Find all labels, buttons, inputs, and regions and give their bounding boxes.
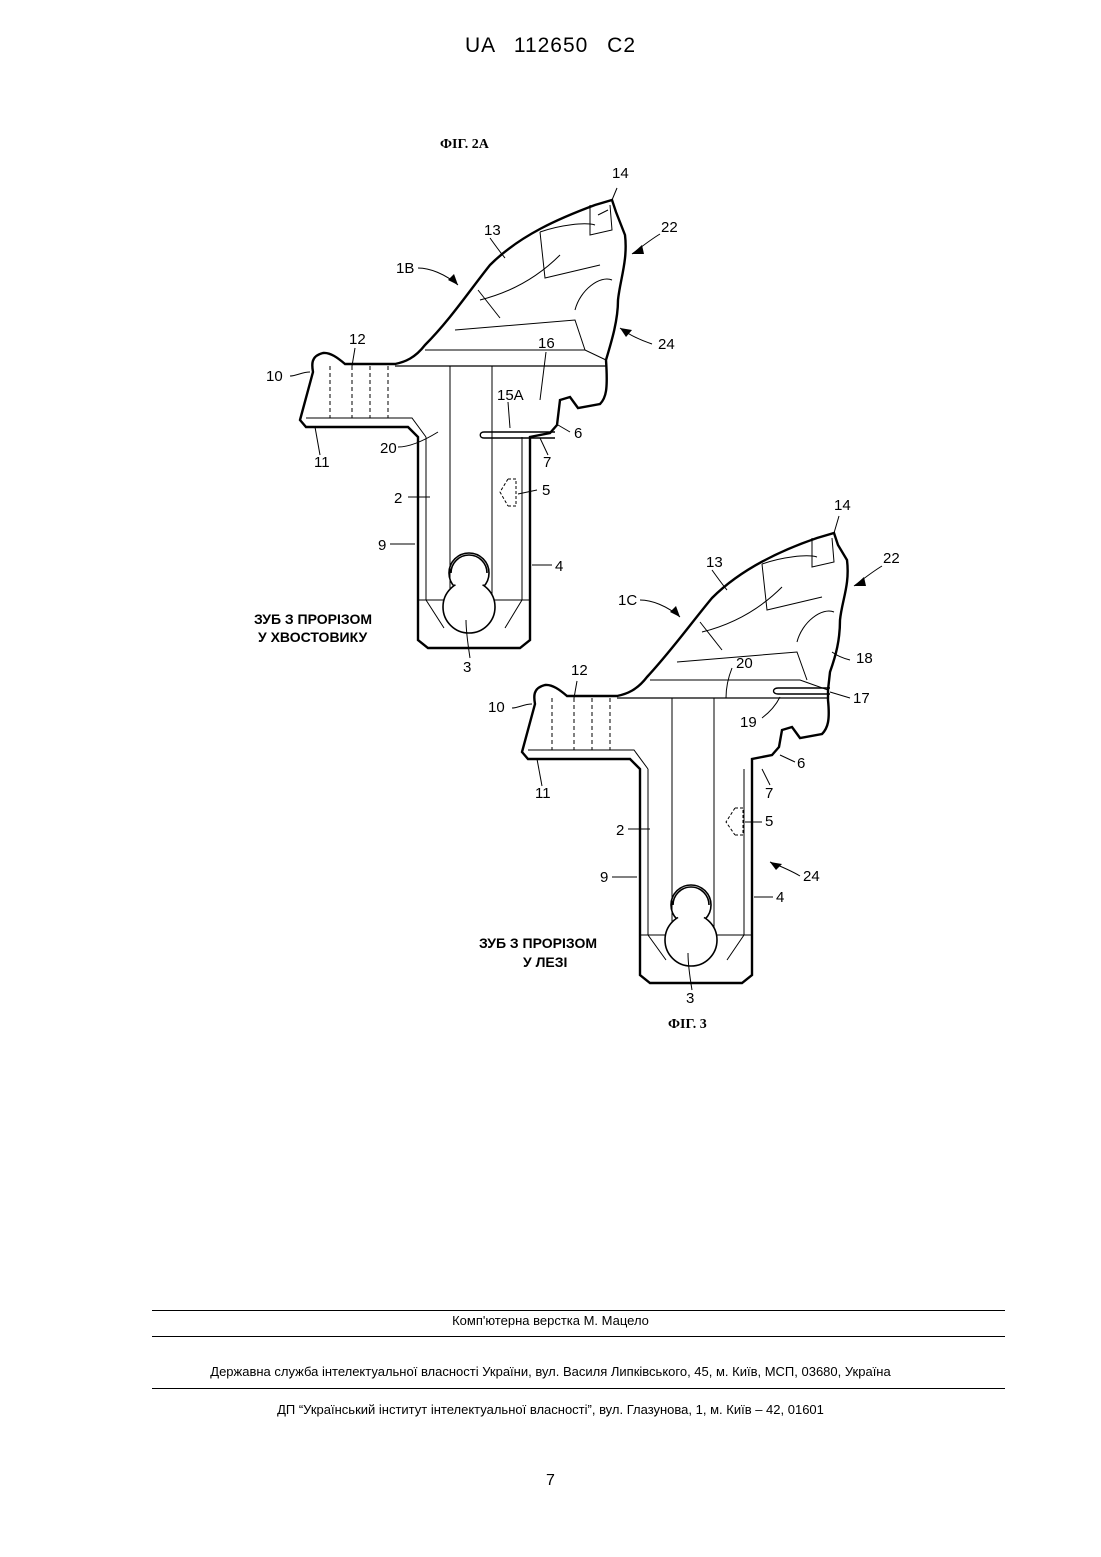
label-2: 2	[616, 822, 624, 839]
label-7: 7	[765, 785, 773, 802]
label-18: 18	[856, 650, 873, 667]
label-22: 22	[883, 550, 900, 567]
label-5: 5	[765, 813, 773, 830]
page-number: 7	[0, 1472, 1101, 1490]
label-24: 24	[803, 868, 820, 885]
footer-publisher: Державна служба інтелектуальної власност…	[0, 1364, 1101, 1379]
label-17: 17	[853, 690, 870, 707]
footer-rule	[152, 1336, 1005, 1337]
label-3: 3	[686, 990, 694, 1007]
slot-17	[774, 688, 831, 694]
label-10: 10	[488, 699, 505, 716]
label-14: 14	[834, 497, 851, 514]
label-6: 6	[797, 755, 805, 772]
label-19: 19	[740, 714, 757, 731]
label-11: 11	[535, 785, 551, 802]
footer-rule	[152, 1388, 1005, 1389]
label-1c: 1C	[618, 592, 637, 609]
footer-compositor: Комп'ютерна верстка М. Мацело	[0, 1313, 1101, 1328]
footer-printer: ДП “Український інститут інтелектуальної…	[0, 1402, 1101, 1417]
pin-hole-5	[726, 808, 743, 835]
caption-line-1: ЗУБ З ПРОРІЗОМ	[479, 935, 597, 951]
label-12: 12	[571, 662, 588, 679]
label-20: 20	[736, 655, 753, 672]
label-13: 13	[706, 554, 723, 571]
label-9: 9	[600, 869, 608, 886]
figure-title: ФІГ. 3	[668, 1017, 707, 1032]
footer-rule	[152, 1310, 1005, 1311]
label-4: 4	[776, 889, 784, 906]
caption-line-2: У ЛЕЗІ	[523, 954, 567, 970]
